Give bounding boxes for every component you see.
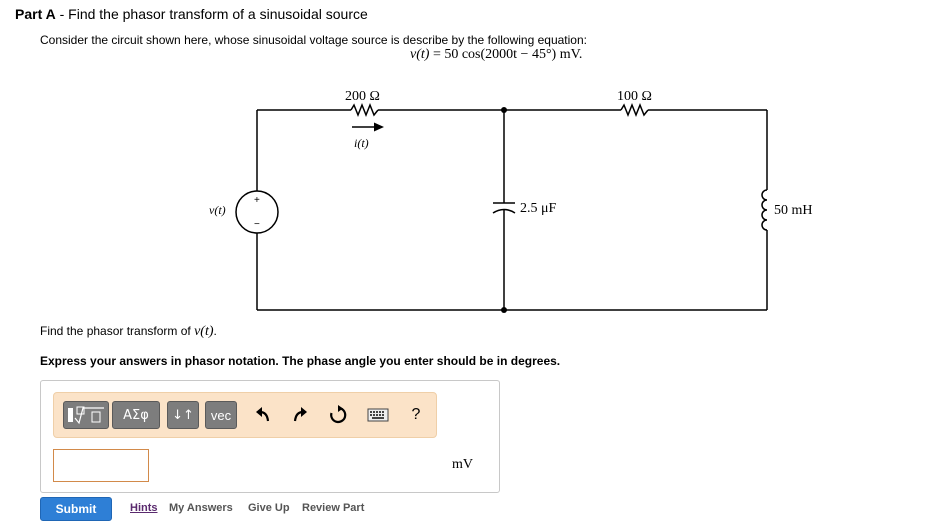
undo-button[interactable]: [250, 401, 276, 429]
part-title: Part A - Find the phasor transform of a …: [15, 6, 368, 22]
question-prefix: Find the phasor transform of: [40, 324, 195, 338]
math-toolbar: ΑΣφ ↓↑ vec ?: [53, 392, 437, 438]
circuit-diagram: 200 Ω 100 Ω i(t) v(t) + − 2.5 μF 50 mH: [209, 89, 813, 313]
reset-icon: [330, 405, 347, 424]
question-suffix: .: [213, 324, 217, 338]
part-title-text: Find the phasor transform of a sinusoida…: [68, 6, 368, 22]
keyboard-button[interactable]: [363, 401, 393, 429]
redo-button[interactable]: [287, 401, 313, 429]
source-plus: +: [254, 195, 260, 206]
part-separator: -: [55, 6, 69, 22]
node-top: [501, 107, 507, 113]
current-arrow-head: [374, 122, 384, 132]
r1-label: 200 Ω: [345, 89, 380, 104]
keyboard-icon: [367, 408, 389, 422]
question-var: v(t): [194, 324, 214, 339]
undo-icon: [256, 407, 270, 422]
give-up-link[interactable]: Give Up: [248, 502, 290, 514]
source-minus: −: [254, 219, 260, 230]
reset-button[interactable]: [325, 401, 351, 429]
part-label: Part A: [15, 6, 56, 22]
equation-rhs: = 50 cos(2000t − 45°) mV.: [429, 47, 583, 62]
instruction-text: Express your answers in phasor notation.…: [40, 354, 561, 368]
templates-button[interactable]: [63, 401, 109, 429]
greek-button[interactable]: ΑΣφ: [112, 401, 160, 429]
review-part-link[interactable]: Review Part: [302, 502, 365, 514]
my-answers-link[interactable]: My Answers: [169, 502, 233, 514]
redo-icon: [293, 407, 307, 422]
inductor-label: 50 mH: [774, 203, 813, 218]
answer-unit: mV: [452, 457, 473, 472]
node-bottom: [501, 307, 507, 313]
submit-button[interactable]: Submit: [40, 497, 112, 521]
sqrt-template-icon: [68, 406, 104, 425]
equation-lhs: v(t): [410, 47, 430, 62]
vec-button[interactable]: vec: [205, 401, 237, 429]
r2-label: 100 Ω: [617, 89, 652, 104]
intro-text: Consider the circuit shown here, whose s…: [40, 33, 587, 47]
help-button[interactable]: ?: [411, 406, 421, 423]
arrows-button[interactable]: ↓↑: [167, 401, 199, 429]
capacitor-label: 2.5 μF: [520, 201, 557, 216]
voltage-source: [235, 190, 279, 234]
source-equation: v(t) = 50 cos(2000t − 45°) mV.: [410, 47, 582, 63]
source-label: v(t): [209, 203, 226, 217]
current-label: i(t): [354, 136, 369, 150]
answer-input[interactable]: [53, 449, 149, 482]
question-text: Find the phasor transform of v(t).: [40, 324, 217, 340]
hints-link[interactable]: Hints: [130, 502, 158, 514]
